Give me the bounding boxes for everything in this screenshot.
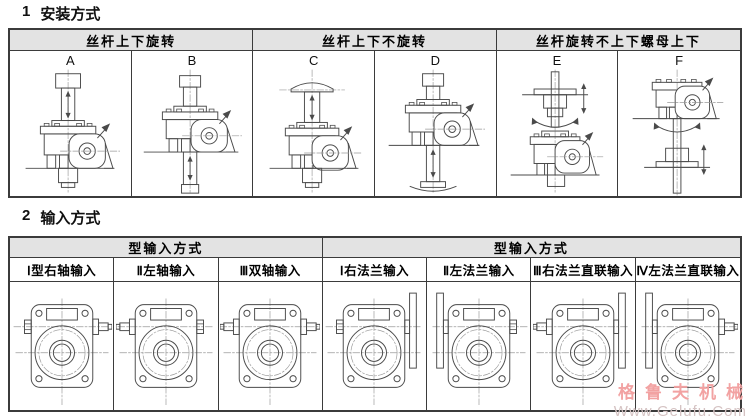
- install-group-header-2: 丝杆上下不旋转: [253, 30, 497, 51]
- install-cell-a: A: [10, 51, 132, 196]
- input-col-header-6: Ⅲ右法兰直联输入: [531, 258, 636, 282]
- install-cell-f: F: [618, 51, 740, 196]
- watermark: 格鲁夫机械 Www.Gelufu.Com: [614, 383, 747, 420]
- input-col-header-5: Ⅱ左法兰输入: [427, 258, 532, 282]
- gearbox-flange-right-icon: [326, 292, 421, 405]
- section2-title: 2 输入方式: [22, 207, 100, 228]
- section1-number: 1: [22, 3, 31, 20]
- input-cell-flange-right: [323, 282, 428, 410]
- input-col-header-1: Ⅰ型右轴输入: [10, 258, 115, 282]
- install-group-header-1: 丝杆上下旋转: [10, 30, 254, 51]
- input-cell-shaft-left: [114, 282, 219, 410]
- install-cell-b: B: [132, 51, 254, 196]
- install-methods-table: 丝杆上下旋转 丝杆上下不旋转 丝杆旋转不上下螺母上下 A: [8, 28, 742, 198]
- jack-screw-up-rotating-icon: [25, 69, 121, 194]
- input-cell-flange-right-direct: [531, 282, 636, 410]
- install-letter-e: E: [552, 53, 562, 68]
- install-letter-c: C: [308, 53, 319, 68]
- jack-screw-through-rotating-icon: [143, 69, 242, 195]
- jack-screw-down-swing-icon: [388, 69, 486, 195]
- install-letter-f: F: [675, 53, 684, 68]
- section2-text: 输入方式: [40, 210, 101, 227]
- install-group-header-3: 丝杆旋转不上下螺母上下: [496, 30, 740, 51]
- section1-text: 安装方式: [40, 6, 101, 23]
- jack-nut-travel-up-icon: [510, 69, 604, 193]
- watermark-brand: 格鲁夫机械: [618, 383, 750, 403]
- install-letter-b: B: [187, 53, 197, 68]
- input-group-header-shaft: 型输入方式: [10, 238, 323, 258]
- jack-nut-travel-down-icon: [632, 69, 724, 196]
- install-cell-c: C: [253, 51, 375, 196]
- install-cell-e: E: [497, 51, 619, 196]
- input-methods-table: 型输入方式 型输入方式 Ⅰ型右轴输入 Ⅱ左轴输入 Ⅲ双轴输入 Ⅰ右法兰输入 Ⅱ左…: [8, 236, 742, 412]
- gearbox-shaft-left-icon: [115, 298, 215, 405]
- input-col-header-3: Ⅲ双轴输入: [218, 258, 323, 282]
- gearbox-flange-left-icon: [432, 292, 528, 405]
- input-cell-shaft-right: [10, 282, 115, 410]
- section2-number: 2: [22, 207, 31, 224]
- gearbox-shaft-right-icon: [13, 298, 112, 405]
- gearbox-flange-right-direct-icon: [533, 292, 630, 405]
- section1-title: 1 安装方式: [22, 3, 100, 24]
- input-group-header-flange: 型输入方式: [322, 238, 740, 258]
- install-letter-a: A: [65, 53, 75, 68]
- input-cell-shaft-both: [219, 282, 323, 410]
- input-col-header-2: Ⅱ左轴输入: [114, 258, 219, 282]
- watermark-url: Www.Gelufu.Com: [613, 402, 747, 420]
- gearbox-shaft-both-icon: [220, 298, 321, 405]
- install-letter-d: D: [430, 53, 441, 68]
- gearbox-flange-left-direct-icon: [641, 292, 738, 405]
- input-col-header-7: Ⅳ左法兰直联输入: [635, 258, 740, 282]
- input-col-header-4: Ⅰ右法兰输入: [322, 258, 428, 282]
- jack-screw-up-capped-icon: [269, 69, 362, 194]
- input-cell-flange-left-direct: [636, 282, 740, 410]
- install-cell-d: D: [375, 51, 497, 196]
- input-cell-flange-left: [427, 282, 532, 410]
